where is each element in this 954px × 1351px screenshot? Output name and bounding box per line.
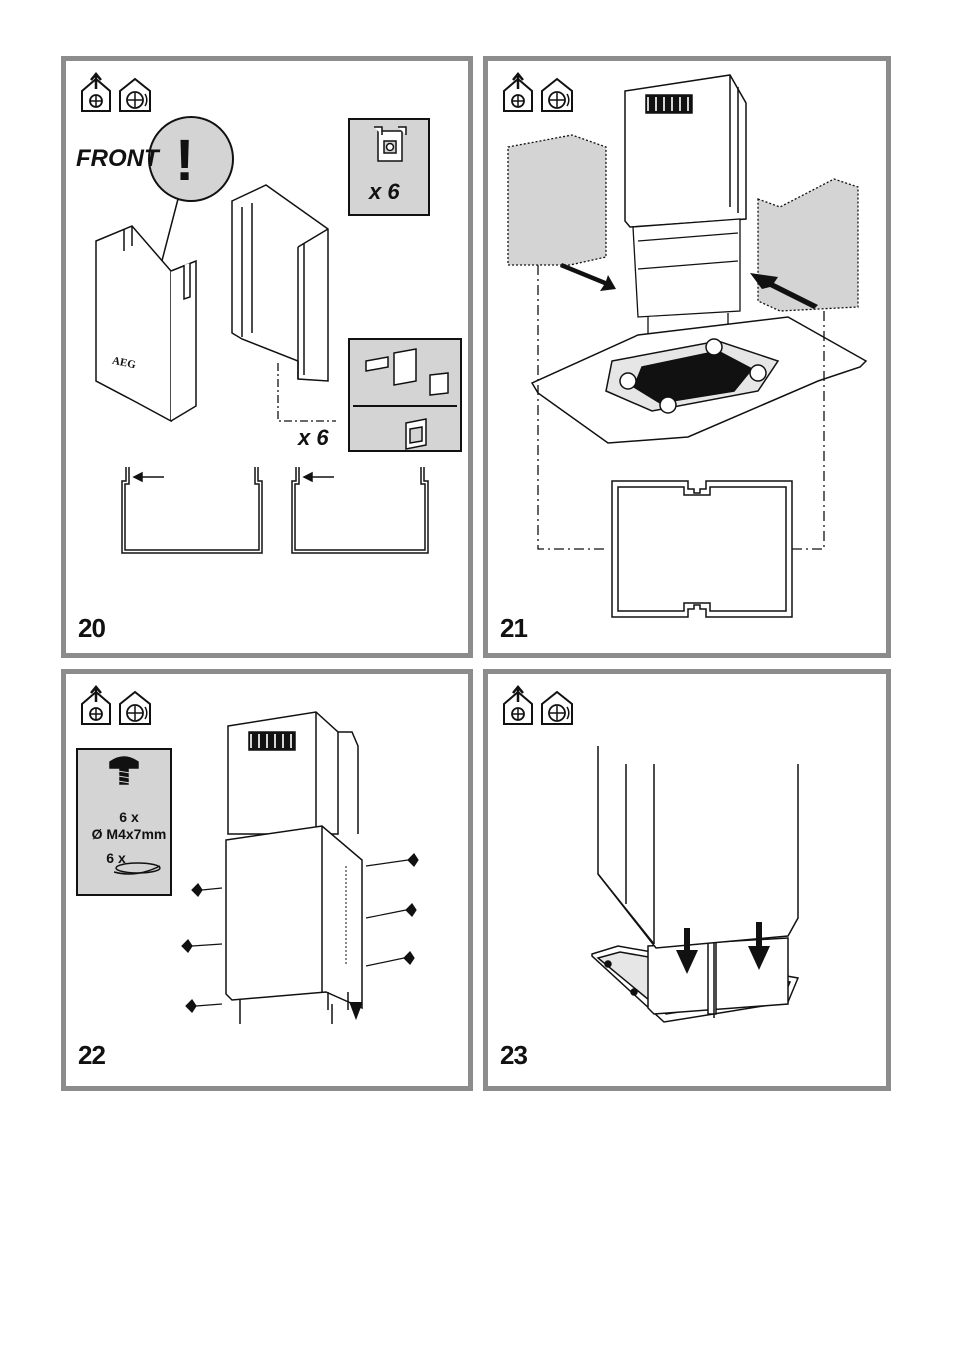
upper-chimney: [625, 75, 746, 227]
clip-count: x 6: [369, 179, 400, 205]
side-panel-right: [758, 179, 858, 311]
warning-mark: !: [175, 127, 194, 194]
panel-step-22: 6 x Ø M4x7mm 6 x 22: [61, 669, 473, 1091]
screw-set-right: [366, 854, 418, 966]
step-number: 22: [78, 1040, 105, 1071]
ducted-extraction-icon: [82, 74, 110, 111]
upper-chimney: [598, 746, 798, 948]
lower-chimney-cover: [226, 826, 362, 1024]
recirculation-icon: [542, 692, 572, 724]
recirculation-icon: [120, 692, 150, 724]
ducted-extraction-icon: [504, 74, 532, 111]
washer-quantity: 6 x: [96, 850, 136, 866]
rear-chimney-part: [232, 185, 328, 381]
frame-top-view: [612, 481, 792, 617]
screw-quantity: 6 x: [82, 809, 176, 825]
step-number: 20: [78, 613, 105, 644]
panel-step-23: 23: [483, 669, 891, 1091]
insert-arrow-left: [560, 263, 616, 291]
section-arrow-right: [304, 473, 334, 481]
panel-step-21: 21: [483, 56, 891, 658]
hood-canopy: [532, 317, 866, 443]
upper-chimney: [228, 712, 358, 834]
side-panel-left: [508, 135, 606, 265]
step-21-illustration: [488, 61, 886, 653]
section-arrow-left: [134, 473, 164, 481]
section-profiles: [122, 467, 428, 553]
cage-clip-icon: [374, 127, 406, 161]
ducted-extraction-icon: [504, 687, 532, 724]
screw-set-left: [182, 884, 222, 1012]
step-23-illustration: [488, 674, 886, 1086]
panel-step-20: FRONT ! AEG x 6 x 6 20: [61, 56, 473, 658]
step-number: 23: [500, 1040, 527, 1071]
ducted-extraction-icon: [82, 687, 110, 724]
front-chimney-part: [96, 226, 196, 421]
screw-size: Ø M4x7mm: [80, 826, 178, 842]
step-22-illustration: [66, 674, 468, 1086]
front-label: FRONT: [76, 145, 159, 173]
recirculation-icon: [120, 79, 150, 111]
recirculation-icon: [542, 79, 572, 111]
step-number: 21: [500, 613, 527, 644]
insert-count: x 6: [298, 425, 329, 451]
